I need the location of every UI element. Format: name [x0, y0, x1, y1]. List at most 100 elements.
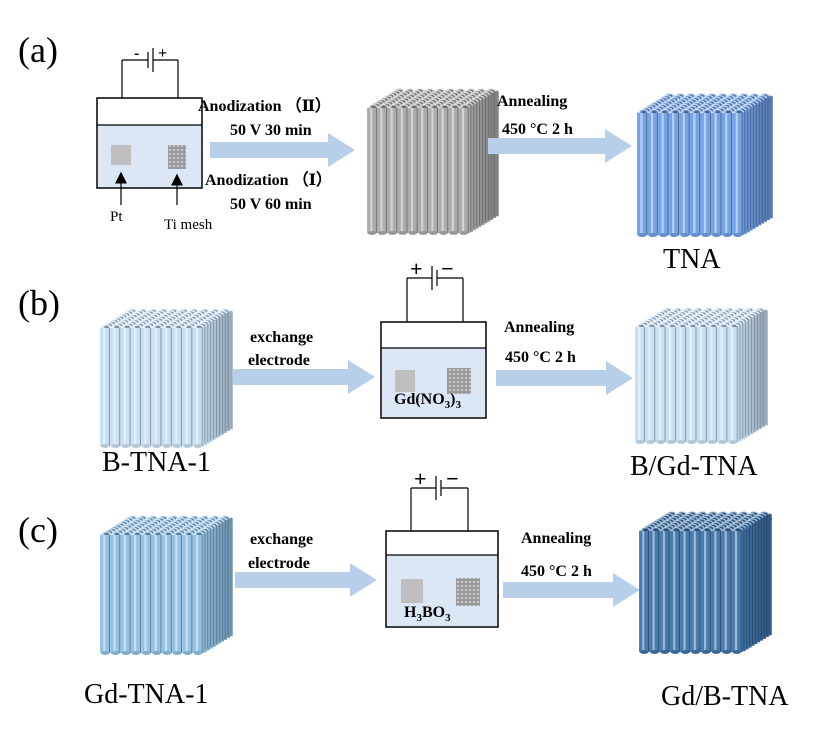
tube-highlight: [113, 328, 116, 446]
tube-highlight: [693, 531, 696, 652]
tube-highlight: [679, 327, 682, 442]
tube-bottom: [670, 650, 680, 654]
cube-b-gd-tna: [635, 307, 768, 444]
cube-anodized-gray: [367, 88, 499, 235]
tube-hole: [690, 324, 696, 328]
tube-bottom: [193, 444, 203, 448]
anodization-2-label: Anodization （Ⅱ）: [198, 97, 331, 115]
tube-highlight: [185, 535, 188, 653]
tube-hole: [104, 532, 109, 536]
tube-side-right: [225, 313, 230, 432]
arrow-exchange-b: [233, 360, 375, 394]
tube-highlight: [103, 328, 106, 446]
tube-hole: [432, 105, 438, 109]
annealing-c-label: Annealing: [521, 530, 591, 547]
annealing-b-conditions: 450 °C 2 h: [505, 349, 576, 366]
tube-hole: [683, 110, 689, 114]
tube-highlight: [640, 113, 643, 235]
tube-bottom: [142, 651, 151, 655]
tube-side-right: [222, 521, 227, 640]
b-gd-tna-label: B/Gd-TNA: [630, 451, 758, 482]
tube-side-right: [745, 320, 751, 436]
tube-side-right: [743, 528, 749, 650]
tube-side-right: [756, 103, 762, 226]
tube-side-right: [755, 521, 761, 643]
tube-side-right: [479, 100, 485, 226]
pt-label: Pt: [110, 209, 123, 225]
gd-b-tna-label: Gd/B-TNA: [661, 681, 789, 712]
tube-side-right: [742, 322, 748, 438]
tube-highlight: [195, 328, 199, 446]
tube-hole: [663, 528, 669, 532]
tube-bottom: [429, 231, 438, 235]
tube-bottom: [712, 232, 721, 238]
tube-hole: [715, 110, 721, 114]
cube-gd-b-tna: [639, 511, 772, 654]
tube-hole: [731, 324, 737, 328]
tube-side-right: [213, 320, 219, 439]
tube-side-right: [748, 319, 754, 435]
tube-bottom: [637, 232, 647, 238]
tube-hole: [422, 105, 427, 109]
tube-side-right: [227, 311, 233, 430]
tube-highlight: [720, 327, 723, 442]
arrow-annealing-a: [488, 129, 632, 163]
electrode-c-left: [401, 579, 423, 603]
tube-bottom: [732, 650, 742, 654]
annealing-a-label: Annealing: [497, 93, 567, 110]
tube-hole: [725, 528, 731, 532]
tube-highlight: [682, 113, 685, 235]
tube-bottom: [648, 232, 658, 238]
tube-bottom: [131, 444, 141, 448]
tube-side-right: [765, 98, 770, 221]
panel-a: (a) - + Pt Ti mesh Anodization （Ⅱ） 50 V …: [18, 30, 773, 275]
tube-hole: [694, 528, 700, 532]
tube-highlight: [735, 113, 738, 235]
tube-bottom: [701, 650, 711, 654]
exchange-c-label: exchange: [250, 531, 313, 548]
tube-bottom: [162, 444, 172, 448]
tube-side-right: [216, 525, 222, 644]
tube-side-right: [219, 523, 225, 642]
tube-hole: [643, 528, 648, 532]
tube-side-right: [227, 518, 233, 637]
tube-side-right: [758, 519, 764, 641]
tube-highlight: [134, 535, 137, 653]
tube-side-right: [485, 96, 491, 222]
tube-hole: [680, 324, 686, 328]
tube-bottom: [418, 231, 428, 235]
tube-side-right: [204, 325, 210, 444]
tube-bottom: [100, 444, 110, 448]
tube-side-right: [225, 520, 230, 639]
tube-bottom: [398, 231, 407, 235]
tube-hole: [721, 324, 727, 328]
tube-hole: [145, 325, 151, 329]
tube-hole: [736, 110, 742, 114]
tube-hole: [651, 110, 657, 114]
tube-side-right: [741, 530, 746, 652]
tube-bottom: [183, 651, 192, 655]
tube-side-right: [202, 327, 207, 446]
battery-minus-c: −: [446, 466, 459, 491]
tube-bottom: [728, 440, 738, 444]
tube-hole: [694, 110, 700, 114]
tube-highlight: [370, 108, 373, 233]
tube-side-right: [754, 315, 760, 431]
tube-highlight: [441, 108, 444, 233]
battery-plus-b: +: [410, 256, 423, 281]
panel-c: (c) Gd-TNA-1 exchange electrode + − H3BO…: [18, 466, 789, 712]
annealing-b-label: Annealing: [504, 319, 574, 336]
tube-hole: [124, 325, 130, 329]
tube-highlight: [144, 535, 147, 653]
tube-bottom: [142, 444, 151, 448]
tube-hole: [196, 325, 202, 329]
tube-highlight: [451, 108, 454, 233]
tube-hole: [381, 105, 387, 109]
tube-bottom: [408, 231, 418, 235]
tube-bottom: [449, 231, 458, 235]
tube-highlight: [431, 108, 434, 233]
arrow-annealing-c: [503, 573, 640, 607]
tube-highlight: [421, 108, 424, 233]
tube-highlight: [165, 535, 168, 653]
tube-hole: [145, 532, 151, 536]
